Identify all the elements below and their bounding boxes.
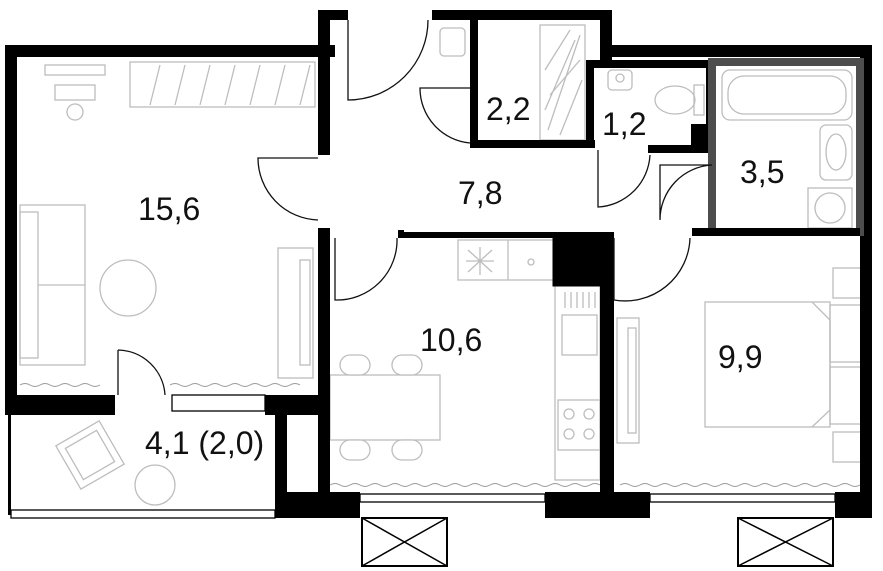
room-area-toilet: 1,2 [602, 106, 647, 142]
room-area-bedroom: 9,9 [718, 339, 763, 375]
doors [117, 19, 713, 396]
room-area-bathroom: 3,5 [740, 154, 785, 190]
furniture [19, 24, 864, 506]
radiators [19, 383, 861, 487]
room-area-balcony: 4,1 (2,0) [145, 425, 265, 461]
room-area-hall: 7,8 [458, 175, 503, 211]
room-area-storage: 2,2 [486, 91, 531, 127]
room-area-living: 15,6 [138, 191, 201, 227]
room-area-kitchen: 10,6 [420, 322, 483, 358]
walls [5, 10, 872, 567]
